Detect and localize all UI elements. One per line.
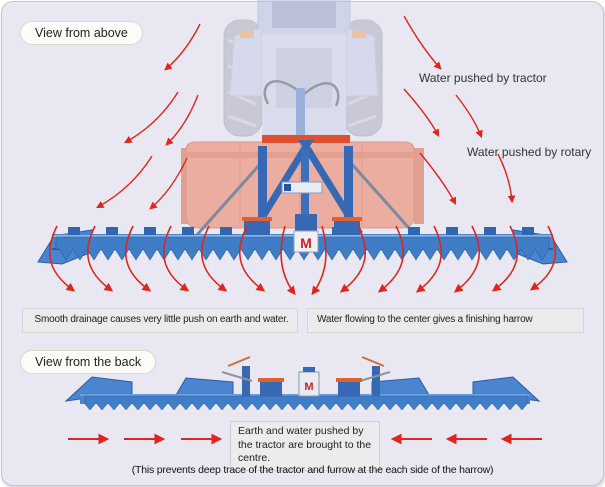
water-pushed-by-tractor-label: Water pushed by tractor (419, 71, 547, 85)
water-to-center-caption: Water flowing to the center gives a fini… (307, 308, 584, 333)
view-from-above-label: View from above (20, 21, 143, 45)
bottom-note: (This prevents deep trace of the tractor… (131, 464, 494, 476)
view-from-back-label: View from the back (20, 350, 157, 374)
harrow-back-view: M (64, 356, 541, 411)
smooth-drainage-caption: Smooth drainage causes very little push … (22, 308, 298, 333)
maker-emblem-back: M (304, 381, 313, 393)
water-pushed-by-rotary-label: Water pushed by rotary (467, 145, 592, 159)
water-arrows-top (95, 15, 516, 210)
maker-emblem: M (300, 235, 312, 251)
tractor-illustration (223, 0, 383, 140)
earth-water-center-box: Earth and water pushed by the tractor ar… (230, 421, 380, 471)
water-arrows-through-harrow (49, 225, 556, 296)
